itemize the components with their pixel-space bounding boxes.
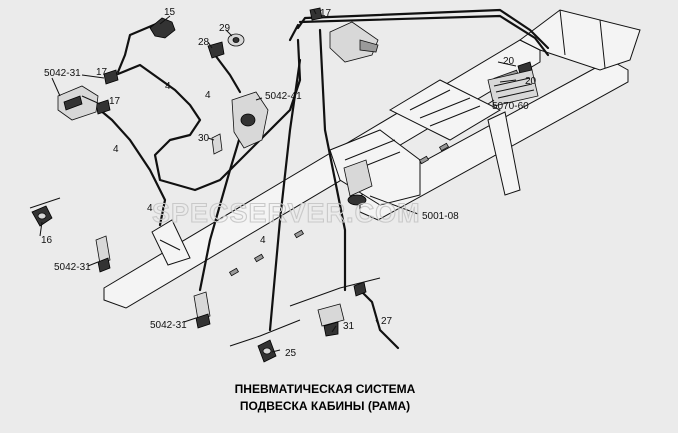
- mid-crossmember-ribs: [409, 89, 481, 127]
- vehicle-frame: [103, 9, 641, 309]
- air-line-loop: [116, 38, 302, 192]
- label-5042-41: 5042-41: [265, 91, 302, 102]
- component-valve-top: [329, 21, 379, 63]
- label-29: 29: [219, 23, 231, 34]
- component-17-left-a: [103, 69, 119, 85]
- air-line-rear-1b: [288, 23, 300, 42]
- rear-support-bracket: [487, 111, 521, 196]
- component-28: [207, 41, 225, 59]
- component-30: [211, 133, 223, 155]
- label-20-b: 20: [525, 76, 537, 87]
- diagram-title-line-1: ПНЕВМАТИЧЕСКАЯ СИСТЕМА: [235, 382, 416, 396]
- air-line-valve: [213, 53, 242, 94]
- part-labels: 15 29 28 17 17 17 5042-31 4 4 4 4 4 5042…: [41, 7, 537, 359]
- label-5001-08: 5001-08: [422, 211, 459, 222]
- label-4-d: 4: [147, 203, 153, 214]
- component-31: [317, 303, 345, 327]
- label-5042-31-top: 5042-31: [44, 68, 81, 79]
- front-bracket: [151, 219, 191, 266]
- label-5042-31-bottom: 5042-31: [150, 320, 187, 331]
- label-25: 25: [285, 348, 297, 359]
- label-5070-60: 5070-60: [492, 101, 529, 112]
- label-4-c: 4: [113, 144, 119, 155]
- component-5001-08: [343, 159, 373, 197]
- label-28: 28: [198, 37, 210, 48]
- component-27: [358, 288, 400, 350]
- label-17-left-a: 17: [96, 67, 108, 78]
- label-4-a: 4: [165, 81, 171, 92]
- component-17-left-b: [95, 99, 111, 115]
- air-line-25: [268, 58, 302, 332]
- air-lines: [98, 8, 550, 332]
- mid-crossmember: [388, 79, 502, 141]
- label-17-left-b: 17: [109, 96, 121, 107]
- label-27: 27: [381, 316, 393, 327]
- air-line-front: [98, 108, 167, 227]
- components: [31, 7, 539, 363]
- watermark: SPECSERVER.COM: [152, 198, 421, 228]
- component-5042-31-mid: [95, 235, 111, 265]
- label-4-e: 4: [260, 235, 266, 246]
- front-bracket-detail: [159, 239, 181, 251]
- label-4-b: 4: [205, 90, 211, 101]
- air-line-31: [318, 28, 347, 292]
- label-31: 31: [343, 321, 355, 332]
- component-15: [149, 17, 176, 39]
- rear-crossmember-detail: [559, 9, 606, 69]
- air-line-rear-2: [298, 14, 550, 57]
- air-line-15: [116, 22, 158, 74]
- label-20-a: 20: [503, 56, 515, 67]
- label-5042-31-mid: 5042-31: [54, 262, 91, 273]
- air-line-sensor: [198, 118, 247, 292]
- leader-lines: [29, 9, 517, 353]
- label-16: 16: [41, 235, 53, 246]
- diagram-title-line-2: ПОДВЕСКА КАБИНЫ (РАМА): [240, 399, 410, 413]
- label-30: 30: [198, 133, 210, 144]
- label-15: 15: [164, 7, 176, 18]
- component-5042-31-bottom: [193, 291, 211, 321]
- label-17-top: 17: [320, 8, 332, 19]
